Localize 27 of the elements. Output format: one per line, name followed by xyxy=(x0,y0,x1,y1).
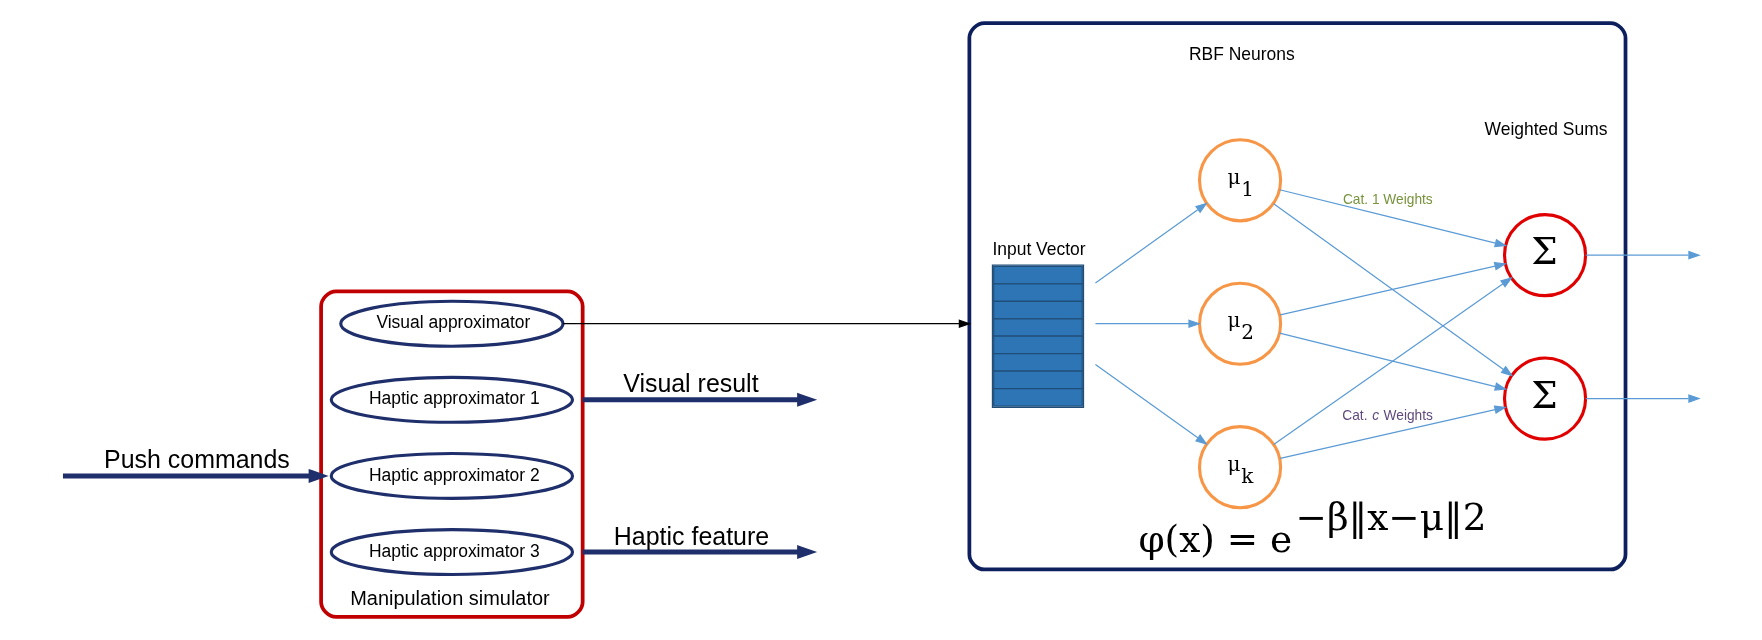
edge-label: Cat. c Weights xyxy=(1342,407,1433,423)
arrow xyxy=(1094,319,1201,329)
arrow xyxy=(562,319,972,329)
arrow xyxy=(1273,203,1514,377)
node-ellipse: Visual approximator xyxy=(339,299,565,348)
arrow xyxy=(1273,276,1513,446)
arrow xyxy=(1585,250,1701,260)
label: Weighted Sums xyxy=(1484,119,1608,140)
arrow xyxy=(1279,262,1507,316)
arrow xyxy=(1094,202,1208,284)
arrow xyxy=(1279,332,1508,391)
edge-label: Push commands xyxy=(104,445,290,474)
arrow xyxy=(1279,405,1507,459)
arrow xyxy=(582,392,818,407)
arrow xyxy=(62,468,329,483)
arrow xyxy=(582,545,818,560)
label: RBF Neurons xyxy=(1188,44,1295,65)
node-label: Input Vector xyxy=(992,239,1086,260)
edge-label: Cat. 1 Weights xyxy=(1342,191,1433,207)
node-ellipse: Haptic approximator 2 xyxy=(329,451,575,500)
node-ellipse: Haptic approximator 1 xyxy=(329,375,575,424)
arrow xyxy=(1585,394,1701,403)
edge-label: Haptic feature xyxy=(613,521,770,550)
arrow xyxy=(1279,189,1508,248)
arrow xyxy=(1094,363,1208,445)
node-ellipse: Haptic approximator 3 xyxy=(329,528,575,577)
edge-label: Visual result xyxy=(623,369,759,398)
